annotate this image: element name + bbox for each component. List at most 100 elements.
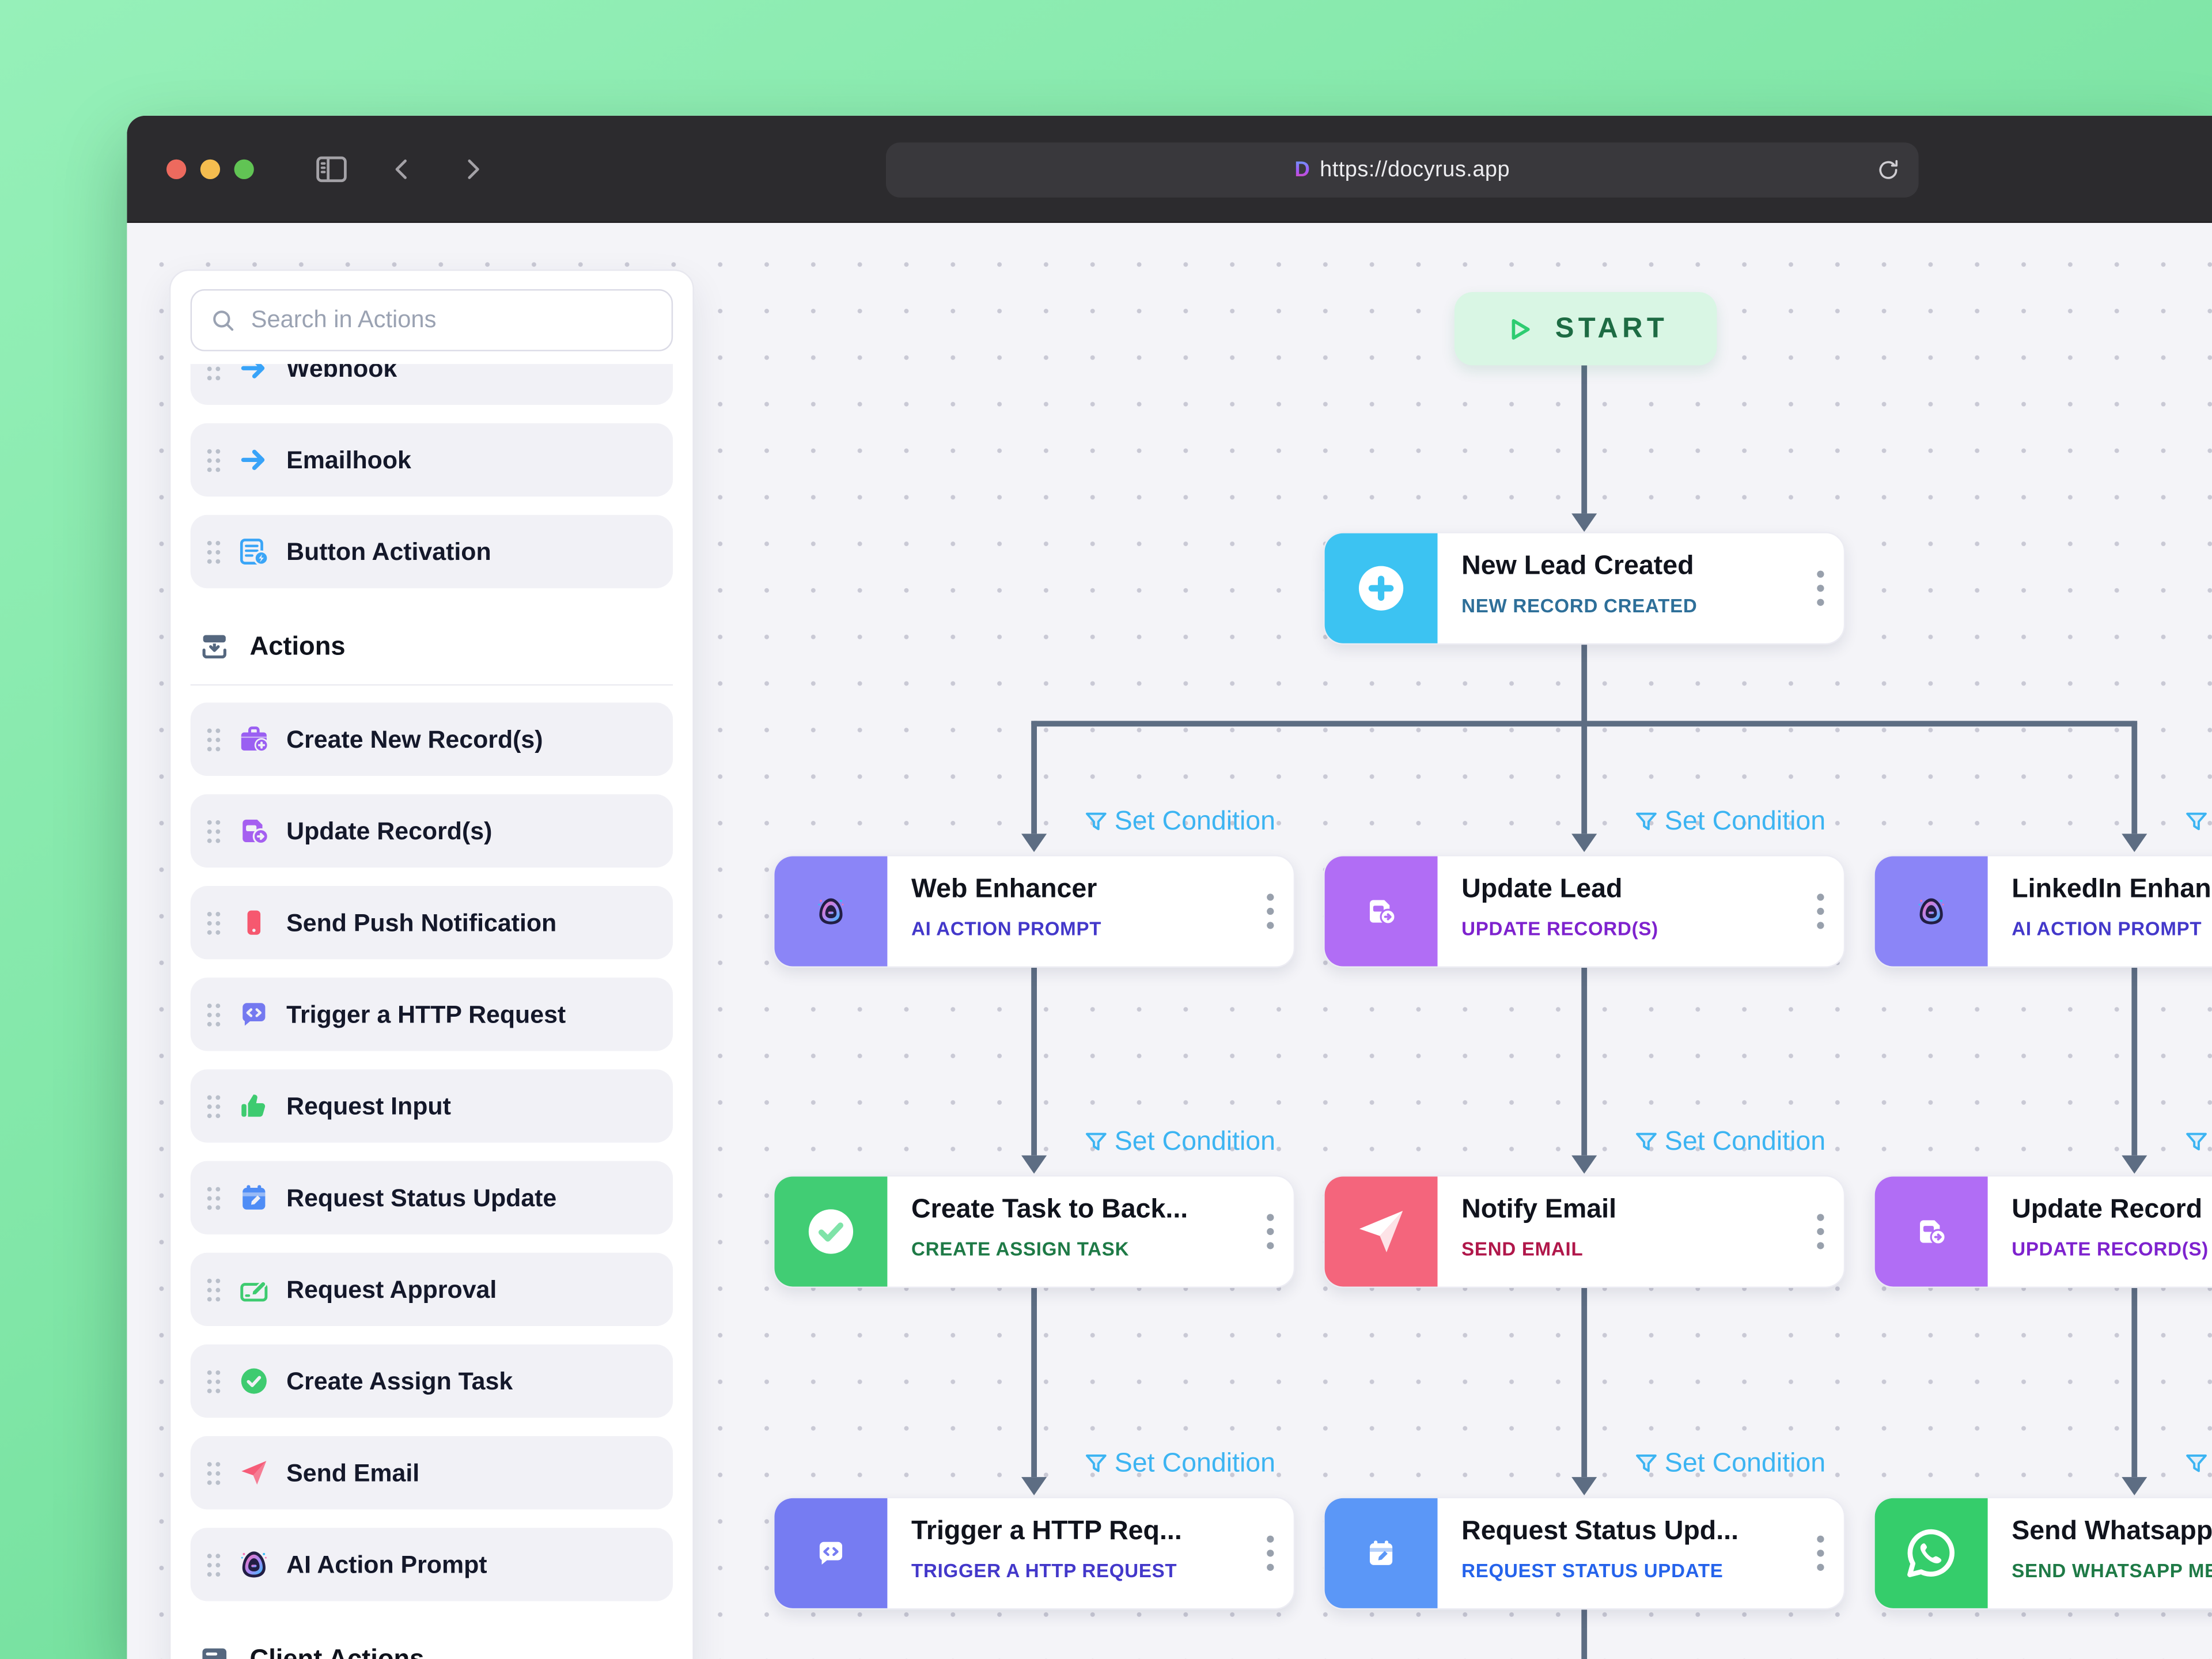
minimize-button[interactable] xyxy=(200,159,221,180)
drag-handle-icon[interactable] xyxy=(203,1275,225,1304)
update-record-icon xyxy=(237,814,271,848)
item-label: Create Assign Task xyxy=(286,1366,513,1395)
sidebar-toggle-icon[interactable] xyxy=(313,151,350,195)
check-circle-icon xyxy=(800,1200,862,1263)
sidebar-item-webhook[interactable]: Webhook xyxy=(190,363,673,405)
set-condition-button[interactable]: Set Condition xyxy=(1082,807,1275,838)
node-body: Trigger a HTTP Req...TRIGGER A HTTP REQU… xyxy=(887,1498,1293,1608)
arrowhead-icon xyxy=(1571,834,1597,853)
node-title: New Lead Created xyxy=(1461,551,1694,581)
node-menu-button[interactable] xyxy=(1817,1535,1824,1571)
node-menu-button[interactable] xyxy=(1817,893,1824,929)
set-condition-label: Set Condition xyxy=(1664,1127,1826,1157)
drag-handle-icon[interactable] xyxy=(203,999,225,1029)
node-body: Request Status Upd...REQUEST STATUS UPDA… xyxy=(1438,1498,1844,1608)
node-accent-section xyxy=(1324,533,1438,643)
drag-handle-icon[interactable] xyxy=(203,1183,225,1212)
client-actions-icon xyxy=(198,1641,232,1659)
workflow-node-trigger-a-http-req[interactable]: Trigger a HTTP Req...TRIGGER A HTTP REQU… xyxy=(773,1497,1296,1610)
node-subtitle: REQUEST STATUS UPDATE xyxy=(1461,1560,1724,1582)
funnel-icon xyxy=(1082,1128,1110,1157)
flow-connector xyxy=(1581,1287,1588,1478)
search-input[interactable] xyxy=(251,306,655,335)
ai-prompt-icon xyxy=(1900,880,1963,942)
url-bar[interactable]: D https://docyrus.app xyxy=(885,142,1919,198)
sidebar-item-emailhook[interactable]: Emailhook xyxy=(190,423,673,497)
plus-circle-icon xyxy=(1350,557,1412,619)
node-title: Web Enhancer xyxy=(911,874,1097,904)
drag-handle-icon[interactable] xyxy=(203,725,225,754)
flow-connector xyxy=(1581,968,1588,1156)
flow-connector xyxy=(1031,1287,1037,1478)
funnel-icon xyxy=(2183,1128,2211,1157)
arrowhead-icon xyxy=(1021,1155,1047,1174)
drag-handle-icon[interactable] xyxy=(203,537,225,566)
drag-handle-icon[interactable] xyxy=(203,816,225,846)
flow-connector xyxy=(1031,721,1037,834)
node-menu-button[interactable] xyxy=(1267,1214,1274,1249)
forward-button[interactable] xyxy=(457,154,488,192)
node-menu-button[interactable] xyxy=(1267,893,1274,929)
start-button[interactable]: START xyxy=(1454,291,1717,366)
item-label: Client Actions xyxy=(249,1642,425,1659)
sidebar-item-request-input[interactable]: Request Input xyxy=(190,1069,673,1143)
sidebar-item-update-record-s[interactable]: Update Record(s) xyxy=(190,794,673,868)
node-accent-section xyxy=(774,856,888,967)
drag-handle-icon[interactable] xyxy=(203,1091,225,1120)
set-condition-button[interactable]: Set Condition xyxy=(1082,1127,1275,1158)
arrow-right-icon xyxy=(237,363,271,385)
drag-handle-icon[interactable] xyxy=(203,1458,225,1487)
reload-icon[interactable] xyxy=(1873,155,1903,192)
close-button[interactable] xyxy=(166,159,187,180)
zoom-button[interactable] xyxy=(234,159,254,180)
workflow-node-request-status-upd[interactable]: Request Status Upd...REQUEST STATUS UPDA… xyxy=(1323,1497,1846,1610)
item-label: Update Record(s) xyxy=(286,816,493,844)
node-menu-button[interactable] xyxy=(1817,570,1824,606)
sidebar-item-create-new-record-s[interactable]: Create New Record(s) xyxy=(190,702,673,776)
drag-handle-icon[interactable] xyxy=(203,1550,225,1579)
node-subtitle: AI ACTION PROMPT xyxy=(2012,918,2202,940)
sidebar-item-trigger-a-http-request[interactable]: Trigger a HTTP Request xyxy=(190,978,673,1051)
node-subtitle: SEND WHATSAPP MESSAGE xyxy=(2012,1560,2212,1582)
create-record-icon xyxy=(237,722,271,756)
set-condition-button[interactable]: Set Condition xyxy=(1082,1449,1275,1480)
set-condition-button[interactable]: Set Condition xyxy=(1632,1449,1825,1480)
drag-handle-icon[interactable] xyxy=(203,364,225,383)
node-menu-button[interactable] xyxy=(1267,1535,1274,1571)
sidebar-item-send-email[interactable]: Send Email xyxy=(190,1436,673,1510)
drag-handle-icon[interactable] xyxy=(203,908,225,937)
workflow-node-create-task-to-back[interactable]: Create Task to Back...CREATE ASSIGN TASK xyxy=(773,1175,1296,1288)
node-title: Send Whatsapp xyxy=(2012,1516,2212,1547)
set-condition-button[interactable]: Set Condition xyxy=(1632,807,1825,838)
sidebar-item-ai-action-prompt[interactable]: AI Action Prompt xyxy=(190,1528,673,1601)
node-menu-button[interactable] xyxy=(1817,1214,1824,1249)
back-button[interactable] xyxy=(387,154,418,192)
sidebar-item-create-assign-task[interactable]: Create Assign Task xyxy=(190,1344,673,1418)
set-condition-button[interactable]: Set Condition xyxy=(2183,1449,2212,1480)
arrowhead-icon xyxy=(1021,834,1047,853)
drag-handle-icon[interactable] xyxy=(203,445,225,475)
sidebar-item-request-approval[interactable]: Request Approval xyxy=(190,1252,673,1327)
sidebar-item-send-push-notification[interactable]: Send Push Notification xyxy=(190,885,673,960)
set-condition-button[interactable]: Set Condition xyxy=(2183,807,2212,838)
arrowhead-icon xyxy=(1021,1477,1047,1495)
sidebar-item-request-status-update[interactable]: Request Status Update xyxy=(190,1161,673,1234)
request-approval-icon xyxy=(237,1272,271,1306)
sidebar-item-button-activation[interactable]: Button Activation xyxy=(190,514,673,589)
node-accent-section xyxy=(1324,1176,1438,1287)
set-condition-button[interactable]: Set Condition xyxy=(1632,1127,1825,1158)
drag-handle-icon[interactable] xyxy=(203,1366,225,1396)
set-condition-button[interactable]: Set Condition xyxy=(2183,1127,2212,1158)
